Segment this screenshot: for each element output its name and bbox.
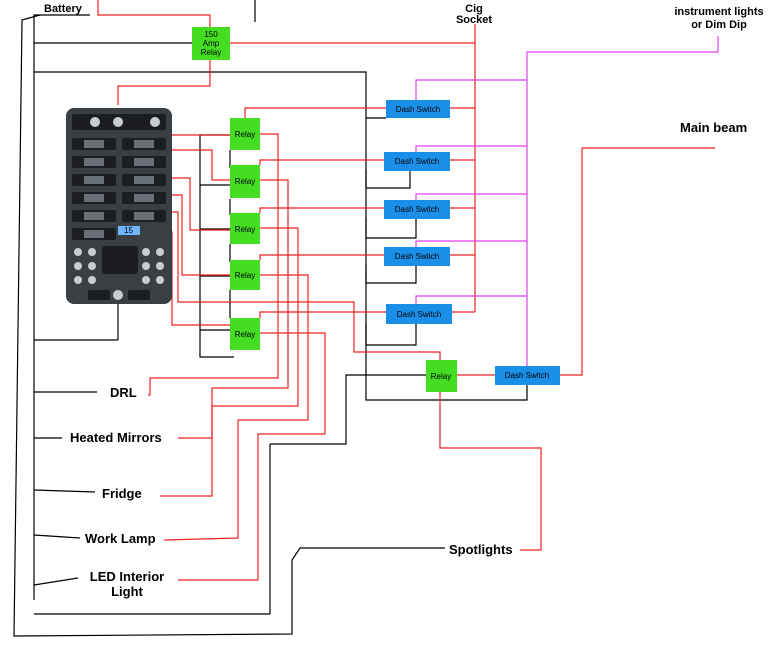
relay-3: Relay [230, 213, 260, 244]
dash-switch-label: Dash Switch [395, 157, 439, 166]
drl-label: DRL [110, 385, 137, 400]
fuse-rating-label: 15 [124, 226, 133, 235]
ground-wires [13, 0, 528, 637]
dash-switch-5: Dash Switch [386, 304, 452, 324]
main-beam-label: Main beam [680, 120, 747, 135]
main-relay-label-3: Relay [201, 48, 221, 57]
heated-mirrors-label: Heated Mirrors [70, 430, 162, 445]
fuse-row-right: 15 [118, 138, 166, 235]
dash-switch-label: Dash Switch [396, 105, 440, 114]
dash-switch-6: Dash Switch [495, 366, 560, 385]
battery-label: Battery [44, 3, 83, 15]
cig-socket-label-2: Socket [456, 14, 492, 26]
power-wires [97, 0, 715, 581]
fridge-label: Fridge [102, 486, 142, 501]
relay-label: Relay [235, 330, 255, 339]
dash-switch-label: Dash Switch [397, 310, 441, 319]
relay-5: Relay [230, 318, 260, 350]
fuse-box-icon: 15 [66, 108, 172, 304]
led-interior-light-label-1: LED Interior [90, 569, 164, 584]
main-relay-label-2: Amp [203, 39, 220, 48]
main-relay: 150 Amp Relay [192, 27, 230, 60]
relay-1: Relay [230, 118, 260, 150]
dash-switch-label: Dash Switch [395, 252, 439, 261]
dash-switch-3: Dash Switch [384, 200, 450, 219]
dimmer-wires [415, 36, 719, 370]
work-lamp-label: Work Lamp [85, 531, 156, 546]
instrument-lights-label-1: instrument lights [674, 6, 763, 18]
fuse-row-left [72, 138, 116, 240]
dash-switch-label: Dash Switch [395, 205, 439, 214]
relay-4: Relay [230, 260, 260, 290]
main-relay-label-1: 150 [204, 30, 218, 39]
dash-switch-4: Dash Switch [384, 247, 450, 266]
instrument-lights-label-2: or Dim Dip [691, 19, 747, 31]
dash-switch-label: Dash Switch [505, 371, 549, 380]
relay-6: Relay [426, 360, 457, 392]
relay-2: Relay [230, 165, 260, 198]
relay-label: Relay [431, 372, 451, 381]
cig-socket-label-1: Cig [465, 3, 483, 15]
dash-switch-1: Dash Switch [386, 100, 450, 118]
led-interior-light-label-2: Light [111, 584, 143, 599]
fuse-box-terminals [74, 246, 164, 300]
dash-switch-2: Dash Switch [384, 152, 450, 171]
relay-label: Relay [235, 177, 255, 186]
spotlights-label: Spotlights [449, 542, 513, 557]
relay-label: Relay [235, 271, 255, 280]
relay-label: Relay [235, 130, 255, 139]
relay-label: Relay [235, 225, 255, 234]
